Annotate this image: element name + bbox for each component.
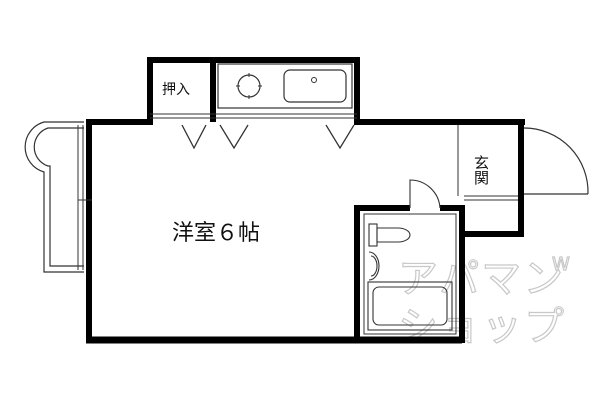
closet-kitchen-block <box>147 57 360 125</box>
stove-burner-icon <box>236 73 262 99</box>
bathroom-door-swing <box>409 179 441 209</box>
bathtub-icon <box>367 281 453 331</box>
bathroom-unit <box>354 179 465 343</box>
kitchen-counter <box>217 63 353 109</box>
watermark: アパマン ショップ W <box>397 253 570 350</box>
balcony <box>24 121 92 273</box>
toilet-icon <box>368 223 411 247</box>
watermark-line1: アパマン <box>398 256 565 302</box>
label-entrance: 玄関 <box>472 155 490 186</box>
room-walls <box>86 119 525 344</box>
watermark-mark: W <box>552 254 570 275</box>
sliding-door-markers <box>181 124 355 150</box>
entrance-door-swing <box>523 127 589 195</box>
label-closet: 押入 <box>162 82 190 98</box>
washbasin-icon <box>368 251 380 281</box>
entrance-area <box>457 125 589 201</box>
label-western-room: 洋室６帖 <box>172 221 260 246</box>
sink-icon <box>283 69 347 103</box>
